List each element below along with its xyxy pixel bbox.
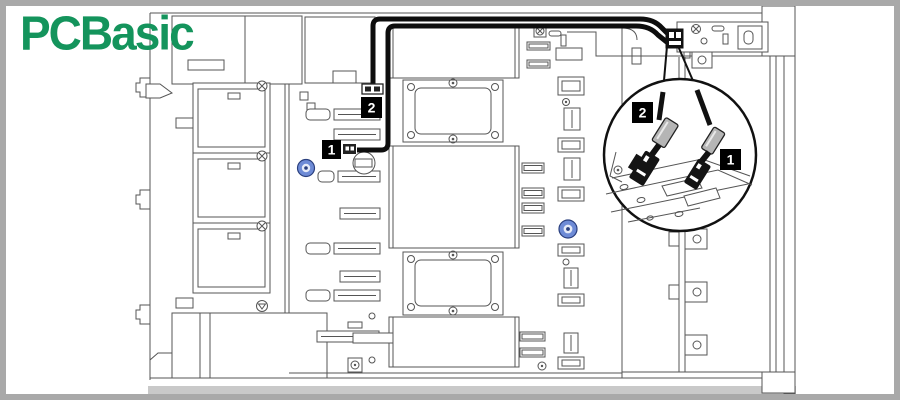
dimm-bank-bottom <box>388 316 520 368</box>
chassis-corner-post-bottom <box>761 371 796 394</box>
pcie-connector-rows <box>305 108 381 343</box>
fan-tray-bottom <box>171 312 328 379</box>
psu-bay <box>171 15 303 85</box>
rail-latch <box>135 304 150 325</box>
callout-1-board: 1 <box>322 140 341 159</box>
callout-2-board: 2 <box>361 97 382 118</box>
detail-socket-1 <box>684 159 711 190</box>
detail-callout-2-label: 2 <box>639 105 647 121</box>
bottom-rail <box>148 386 796 394</box>
standoff-1 <box>296 158 316 178</box>
board-connector-2 <box>361 83 384 95</box>
dimm-bank-top <box>388 27 520 79</box>
cpu-socket-2 <box>402 250 504 316</box>
rail-latch <box>135 189 150 210</box>
cable-1 <box>357 23 670 153</box>
pcbasic-logo: PCBasic <box>20 5 195 61</box>
callout-2-label: 2 <box>368 100 376 116</box>
board-bottom-details <box>289 312 622 374</box>
riser-connector-column <box>557 76 585 370</box>
rear-cable-connector <box>665 28 684 49</box>
power-interposer-board <box>299 16 376 112</box>
detail-magnifier: 2 1 <box>602 45 758 233</box>
latch-bracket <box>145 83 173 99</box>
standoff-2 <box>558 219 578 239</box>
board-connector-1 <box>343 144 356 154</box>
corner-bracket <box>149 352 173 380</box>
fan-module <box>192 80 271 154</box>
cables <box>343 16 684 154</box>
rail-latch <box>135 77 150 98</box>
motherboard <box>289 16 642 374</box>
fan-modules <box>171 80 328 379</box>
detail-socket-2 <box>627 150 660 186</box>
dimm-bank-middle <box>388 145 520 249</box>
callout-1-detail: 1 <box>720 149 741 170</box>
fan-module <box>192 220 271 312</box>
callout-2-detail: 2 <box>632 102 653 123</box>
cable-2 <box>370 16 673 86</box>
battery-holder <box>352 151 376 175</box>
riser-guide-brackets <box>668 228 708 356</box>
rear-io-module <box>676 21 769 69</box>
cpu-socket-1 <box>402 78 504 144</box>
detail-callout-1-label: 1 <box>727 152 735 168</box>
signal-connectors <box>519 41 551 358</box>
fan-module <box>192 150 271 224</box>
callout-1-label: 1 <box>328 142 336 158</box>
